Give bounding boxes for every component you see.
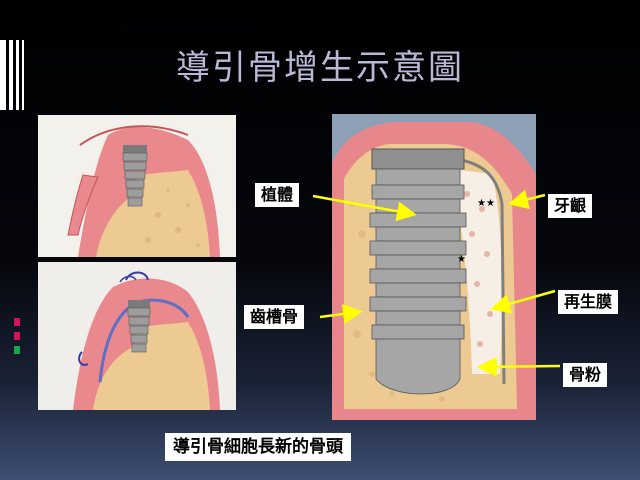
slide-caption: 導引骨細胞長新的骨頭 bbox=[165, 433, 351, 461]
illustration-before-membrane bbox=[38, 115, 236, 257]
slide-title: 導引骨增生示意圖 bbox=[176, 48, 464, 88]
label-gum: 牙齦 bbox=[548, 194, 593, 218]
illustration-cross-section: ★★ ★ ★ bbox=[332, 114, 536, 420]
label-alveolar-bone: 齒槽骨 bbox=[244, 305, 305, 329]
svg-text:★★: ★★ bbox=[477, 198, 495, 209]
side-accent-pink bbox=[14, 318, 20, 326]
decorative-stripes bbox=[0, 40, 30, 110]
illustration-with-membrane bbox=[38, 262, 236, 410]
side-accent-pink bbox=[14, 332, 20, 340]
svg-text:★: ★ bbox=[482, 361, 491, 372]
label-membrane: 再生膜 bbox=[558, 290, 619, 314]
label-bone-powder: 骨粉 bbox=[563, 363, 608, 387]
side-accent-green bbox=[14, 346, 20, 354]
svg-text:★: ★ bbox=[457, 254, 466, 265]
label-implant: 植體 bbox=[255, 183, 300, 207]
